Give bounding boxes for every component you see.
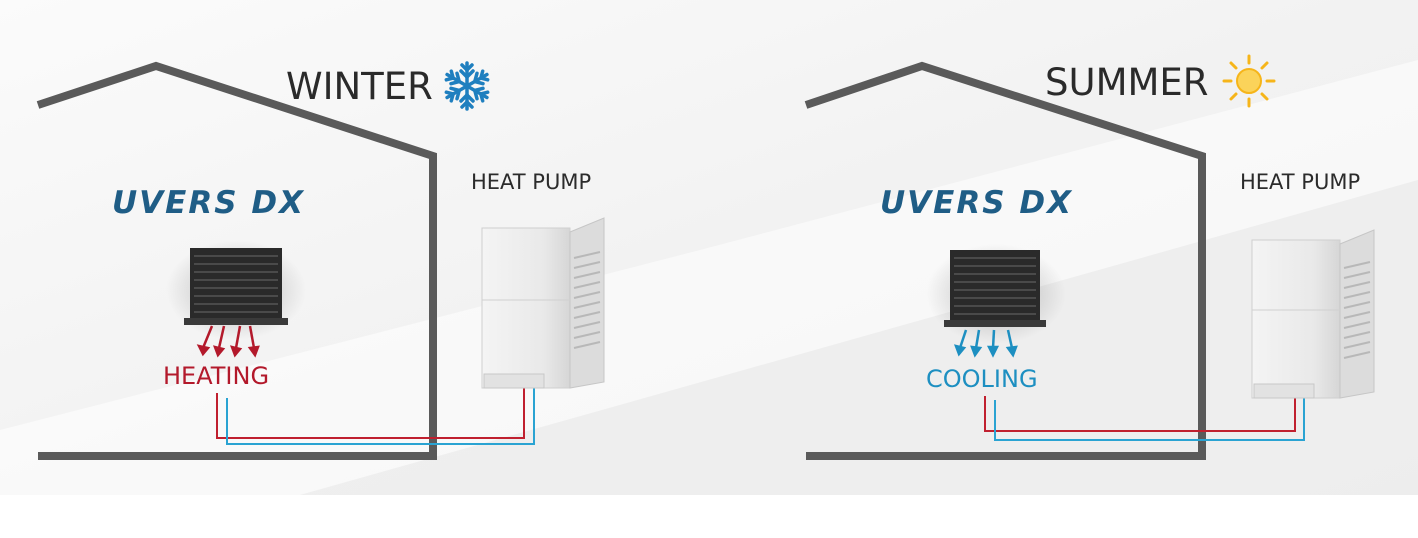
heating-arrows: [196, 325, 260, 358]
heat-pump-unit: [1251, 229, 1375, 399]
season-title: SUMMER: [1045, 61, 1209, 104]
background-band: [300, 180, 1418, 495]
pipe-red: [984, 396, 1296, 432]
house-outline: [804, 61, 1206, 460]
brand-logo: UVERS DX: [112, 185, 305, 221]
brand-logo: UVERS DX: [880, 185, 1073, 221]
heat-pump-label: HEAT PUMP: [471, 170, 591, 194]
winter-panel: WINTER UVERS DX: [36, 61, 605, 460]
heat-pump-label: HEAT PUMP: [1240, 170, 1360, 194]
pipe-blue: [994, 398, 1305, 441]
season-title: WINTER: [286, 65, 433, 108]
pipe-blue: [226, 387, 535, 445]
snowflake-icon: [442, 61, 492, 111]
mode-label: COOLING: [926, 365, 1038, 393]
sun-icon: [1222, 54, 1276, 108]
indoor-unit: [926, 244, 1066, 344]
summer-panel: SUMMER UVERS DX: [804, 54, 1375, 460]
mode-label: HEATING: [163, 362, 269, 390]
pipe-red: [216, 387, 525, 439]
indoor-unit: [166, 240, 306, 340]
house-outline: [36, 61, 437, 460]
cooling-arrows: [953, 329, 1018, 358]
heat-pump-unit: [481, 217, 605, 389]
